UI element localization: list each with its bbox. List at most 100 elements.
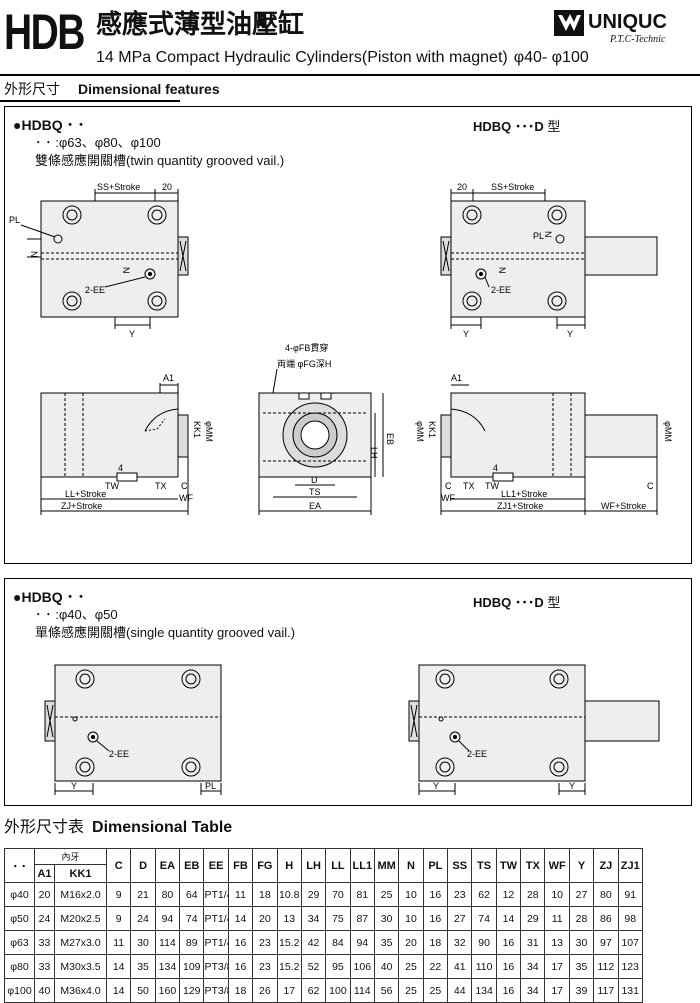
table-cell: 20 [34, 882, 55, 907]
th-ll: LL [325, 848, 351, 883]
table-cell: 22 [422, 954, 449, 979]
table-cell: 12 [495, 882, 522, 907]
panel2-d-type: HDBQ ･･･D 型 [473, 595, 560, 611]
label-a1-1: A1 [163, 373, 174, 383]
table-cell: 17 [544, 954, 570, 979]
label-mm-1: φMM [204, 421, 214, 442]
top-view-left: SS+Stroke 20 PL N N 2-EE Y [9, 182, 189, 339]
section-title-en: Dimensional features [78, 81, 220, 97]
table-cell: 40 [373, 954, 400, 979]
table-cell: 29 [300, 882, 327, 907]
table-cell: 131 [617, 978, 643, 1003]
title-chinese: 感應式薄型油壓缸 [96, 10, 305, 40]
panel2-d-suffix: 型 [547, 595, 561, 610]
label-2ee-1: 2-EE [85, 285, 105, 295]
th-c: C [106, 848, 132, 883]
panel1-note: 雙條感應開關槽(twin quantity grooved vail.) [35, 153, 285, 168]
table-cell: 23 [252, 954, 278, 979]
label-fb: 4-φFB貫穿 [285, 342, 328, 353]
th-mm: MM [373, 848, 400, 883]
section-title-cn: 外形尺寸 [4, 82, 60, 98]
section-title-features: 外形尺寸 Dimensional features [4, 80, 220, 99]
table-cell: 80 [154, 882, 181, 907]
table-cell: 91 [617, 882, 643, 907]
table-cell: 15.2 [276, 954, 302, 979]
label-wf-2: WF [441, 493, 455, 503]
table-cell: 81 [349, 882, 375, 907]
label-ll-stroke: LL+Stroke [65, 489, 106, 499]
table-cell: 18 [227, 978, 254, 1003]
table-cell: 112 [593, 954, 619, 979]
table-cell: 14 [227, 906, 254, 931]
table-cell: 23 [252, 930, 278, 955]
table-cell: 117 [593, 978, 619, 1003]
table-cell: 129 [179, 978, 205, 1003]
table-cell: PT1/4 [203, 906, 229, 931]
label-n-4: N [497, 267, 507, 274]
th-ea: EA [154, 848, 181, 883]
table-cell: 35 [373, 930, 400, 955]
table-cell: 42 [300, 930, 327, 955]
table-cell: 31 [520, 930, 546, 955]
title-english-text: 14 MPa Compact Hydraulic Cylinders(Pisto… [96, 49, 508, 66]
table-row: φ4020M16x2.09218064PT1/4111810.829708125… [4, 882, 692, 907]
table-cell: 17 [276, 978, 302, 1003]
page-header: HDB 感應式薄型油壓缸 14 MPa Compact Hydraulic Cy… [0, 0, 700, 80]
th-lh: LH [300, 848, 327, 883]
label-n-1: N [29, 251, 39, 258]
table-cell: 94 [154, 906, 181, 931]
label-pl-2: PL [533, 231, 544, 241]
table-cell: 24 [130, 906, 156, 931]
panel-single-groove: ●HDBQ ･ ･ ･ ･ :φ40、φ50 單條感應開關槽(single qu… [4, 578, 692, 806]
label-ea: EA [309, 501, 321, 511]
label-pl-3: PL [205, 781, 216, 791]
table-row-bore: φ40 [4, 882, 35, 907]
table-cell: 11 [106, 930, 132, 955]
label-4-1: 4 [118, 463, 123, 473]
table-cell: 134 [154, 954, 181, 979]
table-cell: 86 [593, 906, 619, 931]
table-cell: 56 [373, 978, 400, 1003]
table-cell: 97 [593, 930, 619, 955]
table-cell: 44 [447, 978, 473, 1003]
table-cell: 14 [106, 954, 132, 979]
header-rule [0, 74, 700, 76]
table-cell: 94 [349, 930, 375, 955]
table-cell: 41 [447, 954, 473, 979]
label-y-2: Y [463, 329, 469, 339]
brand-emblem-icon [554, 10, 584, 36]
title-english: 14 MPa Compact Hydraulic Cylinders(Pisto… [96, 48, 589, 68]
th-wf: WF [544, 848, 570, 883]
table-cell: 16 [422, 882, 449, 907]
label-tx-2: TX [463, 481, 475, 491]
table-cell: PT1/4 [203, 930, 229, 955]
table-cell: 29 [520, 906, 546, 931]
label-c-1: C [181, 481, 188, 491]
table-cell: M36x4.0 [53, 978, 108, 1003]
table-row: φ5024M20x2.59249474PT1/41420133475873010… [4, 906, 692, 931]
th-n: N [398, 848, 424, 883]
table-cell: 25 [398, 978, 424, 1003]
table-cell: 16 [422, 906, 449, 931]
table-cell: PT3/8 [203, 954, 229, 979]
label-2ee-3: 2-EE [109, 749, 129, 759]
table-cell: 11 [227, 882, 254, 907]
table-cell: 16 [227, 954, 254, 979]
table-cell: 34 [300, 906, 327, 931]
dimension-table: ･ ･ 內牙 C D EA EB EE FB FG H LH LL LL1 MM… [4, 848, 692, 1003]
label-ss-stroke-1: SS+Stroke [97, 182, 140, 192]
table-cell: 10 [544, 882, 570, 907]
table-cell: 84 [325, 930, 351, 955]
table-row: φ8033M30x3.51435134109PT3/8162315.252951… [4, 954, 692, 979]
table-cell: 16 [227, 930, 254, 955]
table-cell: 30 [130, 930, 156, 955]
table-cell: 25 [422, 978, 449, 1003]
label-zj-stroke: ZJ+Stroke [61, 501, 102, 511]
label-2ee-4: 2-EE [467, 749, 487, 759]
drawing-panel1: SS+Stroke 20 PL N N 2-EE Y [9, 182, 673, 515]
table-cell: 107 [617, 930, 643, 955]
th-a1: A1 [34, 864, 55, 883]
table-cell: 39 [568, 978, 595, 1003]
panel-twin-groove: ●HDBQ ･ ･ ･ ･ :φ63、φ80、φ100 雙條感應開關槽(twin… [4, 106, 692, 564]
brand-name: UNIQUC [588, 11, 667, 33]
